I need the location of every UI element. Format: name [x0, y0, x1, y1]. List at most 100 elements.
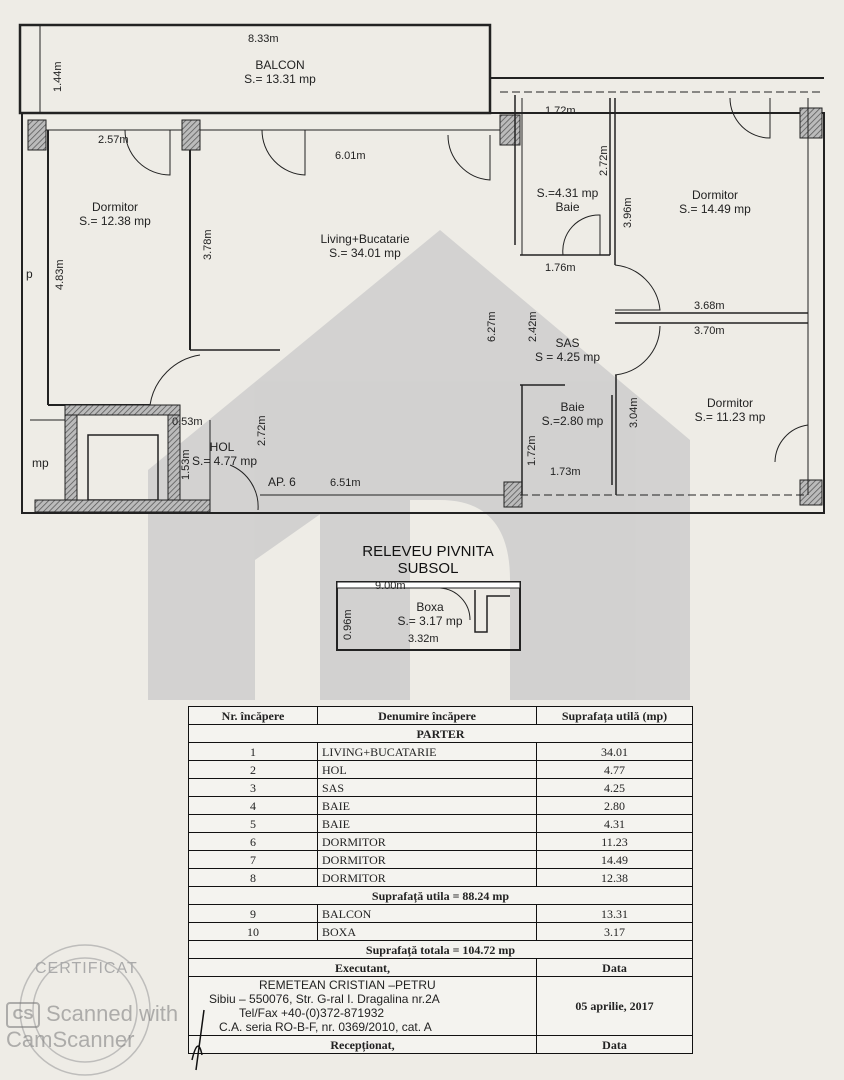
dimension: 4.83m: [54, 259, 66, 290]
room-name: Baie: [555, 200, 580, 214]
room-area: S.= 13.31 mp: [244, 72, 316, 86]
room-area: S.= 34.01 mp: [329, 246, 401, 260]
camscanner-icon: CS: [6, 1002, 40, 1029]
room-number: 7: [188, 850, 318, 869]
dimension: 3.32m: [408, 633, 439, 645]
executant-address: Sibiu – 550076, Str. G-ral I. Dragalina …: [209, 992, 440, 1006]
dimension: 3.96m: [622, 197, 634, 228]
room-area: 34.01: [536, 742, 693, 761]
dimension: 9.00m: [375, 580, 406, 592]
room-number: 8: [188, 868, 318, 887]
dimension: 1.53m: [180, 449, 192, 480]
room-area: S.=4.31 mp: [536, 186, 599, 200]
table-header-row: Nr. încăpere Denumire încăpere Suprafața…: [188, 706, 693, 725]
room-name: SAS: [555, 336, 580, 350]
room-area: S.=2.80 mp: [541, 414, 604, 428]
dimension: 1.44m: [52, 61, 64, 92]
date-value: 05 aprilie, 2017: [536, 976, 693, 1036]
dimension: 1.73m: [550, 466, 581, 478]
room-area: S.= 14.49 mp: [679, 202, 751, 216]
room-number: 6: [188, 832, 318, 851]
room-number: 2: [188, 760, 318, 779]
room-name: LIVING+BUCATARIE: [317, 742, 537, 761]
room-number: 9: [188, 904, 318, 923]
room-name: Boxa: [416, 600, 444, 614]
dimension: 2.42m: [527, 311, 539, 342]
data-label: Data: [536, 1035, 693, 1054]
dimension: 2.72m: [598, 145, 610, 176]
subtotal-row: Suprafață utila = 88.24 mp: [188, 886, 693, 905]
room-name: Dormitor: [691, 188, 738, 202]
room-area: 13.31: [536, 904, 693, 923]
room-name: BALCON: [317, 904, 537, 923]
dimension: 3.04m: [628, 397, 640, 428]
dimension: 0.96m: [342, 609, 354, 640]
room-number: 5: [188, 814, 318, 833]
dimension: 1.76m: [545, 262, 576, 274]
receptionat-label: Recepționat,: [188, 1035, 537, 1054]
room-area: S.= 11.23 mp: [694, 410, 766, 424]
room-name: HOL: [209, 440, 235, 454]
room-number: 4: [188, 796, 318, 815]
room-area: 11.23: [536, 832, 693, 851]
stamp-text: CERTIFICAT: [35, 960, 138, 977]
room-area: 14.49: [536, 850, 693, 869]
room-name: Living+Bucatarie: [320, 232, 410, 246]
room-area: 4.31: [536, 814, 693, 833]
room-area: S.= 4.77 mp: [192, 454, 258, 468]
subtitle-line: SUBSOL: [397, 560, 459, 577]
room-number: 10: [188, 922, 318, 941]
dimension: 0.53m: [172, 416, 203, 428]
executant-label: Executant,: [188, 958, 537, 977]
apartment-outline: [21, 112, 825, 514]
header-cell: Nr. încăpere: [188, 706, 318, 725]
executant-phone: Tel/Fax +40-(0)372-871932: [239, 1006, 385, 1020]
logo-watermark: [148, 230, 690, 700]
room-area: S.= 3.17 mp: [397, 614, 463, 628]
room-name: DORMITOR: [317, 850, 537, 869]
executant-license: C.A. seria RO-B-F, nr. 0369/2010, cat. A: [219, 1020, 432, 1034]
room-name: SAS: [317, 778, 537, 797]
dimension: 6.01m: [335, 150, 366, 162]
edge-label: p: [26, 267, 33, 281]
room-area: 12.38: [536, 868, 693, 887]
room-name: DORMITOR: [317, 868, 537, 887]
executant-details: REMETEAN CRISTIAN –PETRU Sibiu – 550076,…: [188, 976, 537, 1036]
dimension: 2.57m: [98, 134, 129, 146]
dimension: 1.72m: [526, 435, 538, 466]
room-name: Dormitor: [706, 396, 753, 410]
room-area: 2.80: [536, 796, 693, 815]
dimension: 3.68m: [694, 300, 725, 312]
dimension: 3.70m: [694, 325, 725, 337]
room-number: 1: [188, 742, 318, 761]
room-area: S = 4.25 mp: [534, 350, 601, 364]
dimension: 1.72m: [545, 105, 576, 117]
room-number: 3: [188, 778, 318, 797]
room-name: DORMITOR: [317, 832, 537, 851]
dimension: 6.27m: [486, 311, 498, 342]
room-area-table: Nr. încăpere Denumire încăpere Suprafața…: [188, 706, 693, 1054]
room-name: BALCON: [255, 58, 305, 72]
room-name: BAIE: [317, 796, 537, 815]
room-area: 3.17: [536, 922, 693, 941]
section-label: PARTER: [188, 724, 693, 743]
executant-name: REMETEAN CRISTIAN –PETRU: [259, 978, 436, 992]
